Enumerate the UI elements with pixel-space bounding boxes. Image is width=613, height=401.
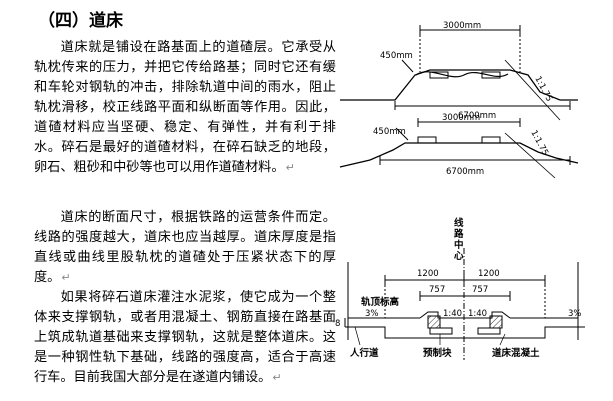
ratio-left: 1:40: [443, 309, 462, 319]
section-heading: （四）道床: [38, 11, 123, 31]
paragraph-ballast-definition: 道床就是铺设在路基面上的道碴层。它承受从轨枕传来的压力，并把它传给路基；同时它还…: [34, 38, 336, 178]
paragraph-text: 道床的断面尺寸，根据铁路的运营条件而定。线路的强度越大，道床也应当越厚。道床厚度…: [34, 210, 336, 285]
return-mark: ↵: [61, 271, 71, 284]
precast-block-label: 预制块: [423, 347, 452, 359]
slope-right: 3%: [568, 309, 582, 319]
bed-concrete-label: 道床混凝土: [492, 347, 540, 359]
cross-section-c: [344, 248, 585, 360]
return-mark: ↵: [285, 161, 295, 174]
section-b-slope: 1:1.75: [528, 129, 550, 158]
paragraph-integral-bed: 如果将碎石道床灌注水泥浆，使它成为一个整体来支撑钢轨，或者用混凝土、钢筋直接在路…: [34, 288, 336, 388]
dim-outer-right: 1200: [478, 269, 500, 279]
paragraph-text: 道床就是铺设在路基面上的道碴层。它承受从轨枕传来的压力，并把它传给路基；同时它还…: [34, 40, 336, 175]
return-mark: ↵: [272, 371, 282, 384]
rail-top-label: 轨顶标高: [361, 296, 400, 308]
section-a-shoulder: 450mm: [380, 51, 413, 61]
dim-inner-right: 757: [472, 285, 488, 295]
section-a-slope: 1:1.75: [532, 75, 554, 104]
section-b-top-width: 3000mm: [442, 113, 480, 123]
paragraph-text: 如果将碎石道床灌注水泥浆，使它成为一个整体来支撑钢轨，或者用混凝土、钢筋直接在路…: [34, 290, 336, 385]
ratio-right: 1:40: [468, 309, 487, 319]
section-a-top-width: 3000mm: [443, 21, 481, 31]
cross-section-b: [339, 118, 579, 179]
sidewalk-label: 人行道: [350, 347, 379, 359]
dim-outer-left: 1200: [417, 269, 439, 279]
section-a-bottom-width: 6700mm: [458, 111, 496, 121]
paragraph-section-dimensions: 道床的断面尺寸，根据铁路的运营条件而定。线路的强度越大，道床也应当越厚。道床厚度…: [34, 208, 336, 288]
height-label: 8: [335, 319, 340, 329]
section-b-bottom-width: 6700mm: [446, 167, 484, 177]
slope-left: 3%: [365, 309, 379, 319]
centerline-label: 线路中心: [454, 217, 464, 262]
cross-section-a: [340, 25, 578, 121]
section-b-shoulder: 450mm: [373, 127, 406, 137]
dim-inner-left: 757: [429, 285, 445, 295]
